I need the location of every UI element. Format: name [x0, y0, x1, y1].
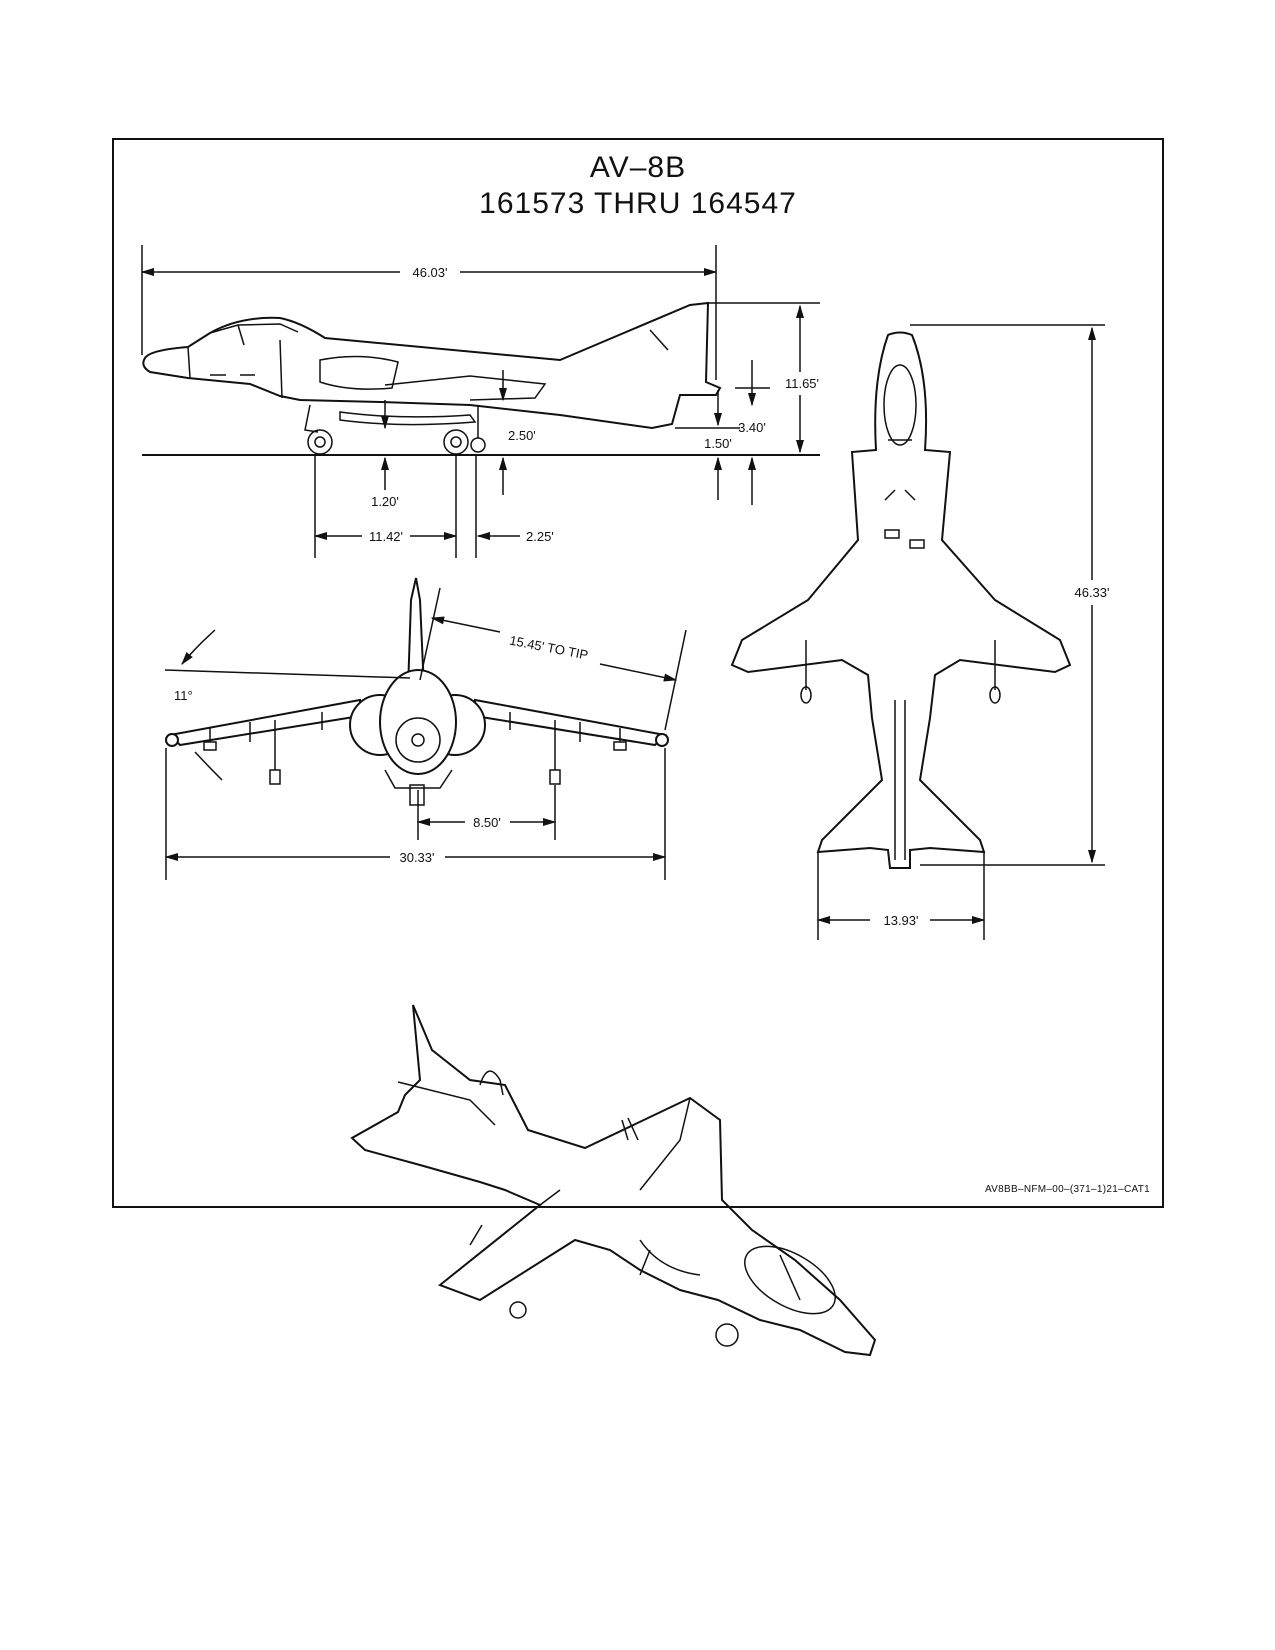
- iso-canopy: [744, 1245, 836, 1315]
- dim-side-length: 46.03': [412, 265, 447, 280]
- front-fuselage: [379, 669, 457, 775]
- serial-range: 161573 THRU 164547: [479, 187, 797, 220]
- top-view: 46.33' 13.93': [730, 324, 1110, 940]
- dim-anhedral: 11°: [174, 688, 193, 703]
- canopy: [209, 323, 299, 334]
- pylons: [203, 712, 627, 785]
- title-block: AV–8B 161573 THRU 164547: [112, 150, 1164, 222]
- main-wheel: [443, 429, 469, 455]
- intake: [319, 355, 399, 390]
- top-canopy: [883, 364, 917, 446]
- dim-height: 11.65': [785, 376, 819, 391]
- dim-ground-clearance: 1.20': [371, 494, 399, 509]
- dim-tail-height: 3.40': [738, 420, 766, 435]
- isometric-view: [350, 1004, 877, 1357]
- pylon-store: [339, 411, 477, 426]
- dim-wing-to-tip: 15.45' TO TIP: [508, 633, 589, 663]
- drawing-frame: [112, 138, 1164, 1208]
- outrigger-wheel: [470, 437, 486, 453]
- aircraft-designation: AV–8B: [589, 151, 687, 184]
- dim-pylon-spacing: 8.50': [473, 815, 501, 830]
- reference-code: AV8BB–NFM–00–(371–1)21–CAT1: [984, 1184, 1150, 1195]
- dim-tailplane-span: 13.93': [883, 913, 918, 928]
- front-view: 11° 15.45' TO TIP 8.50' 30.33': [164, 577, 687, 880]
- top-outline: [730, 331, 1072, 869]
- side-view: 46.03' 11.65' 3.40' 1.50' 2.50' 1.20' 11…: [140, 245, 820, 558]
- dim-wingspan: 30.33': [399, 850, 434, 865]
- dim-top-length: 46.33': [1074, 585, 1109, 600]
- iso-outline: [350, 1004, 877, 1357]
- dim-gear-height: 2.50': [508, 428, 536, 443]
- nose-wheel: [307, 429, 333, 455]
- left-wing: [167, 698, 361, 747]
- dim-ground-to-tail: 1.50': [704, 436, 732, 451]
- dim-gear-spacing: 11.42': [369, 529, 403, 544]
- fuselage-outline: [142, 301, 722, 430]
- dim-outrigger-offset: 2.25': [526, 529, 554, 544]
- right-wing: [474, 698, 668, 747]
